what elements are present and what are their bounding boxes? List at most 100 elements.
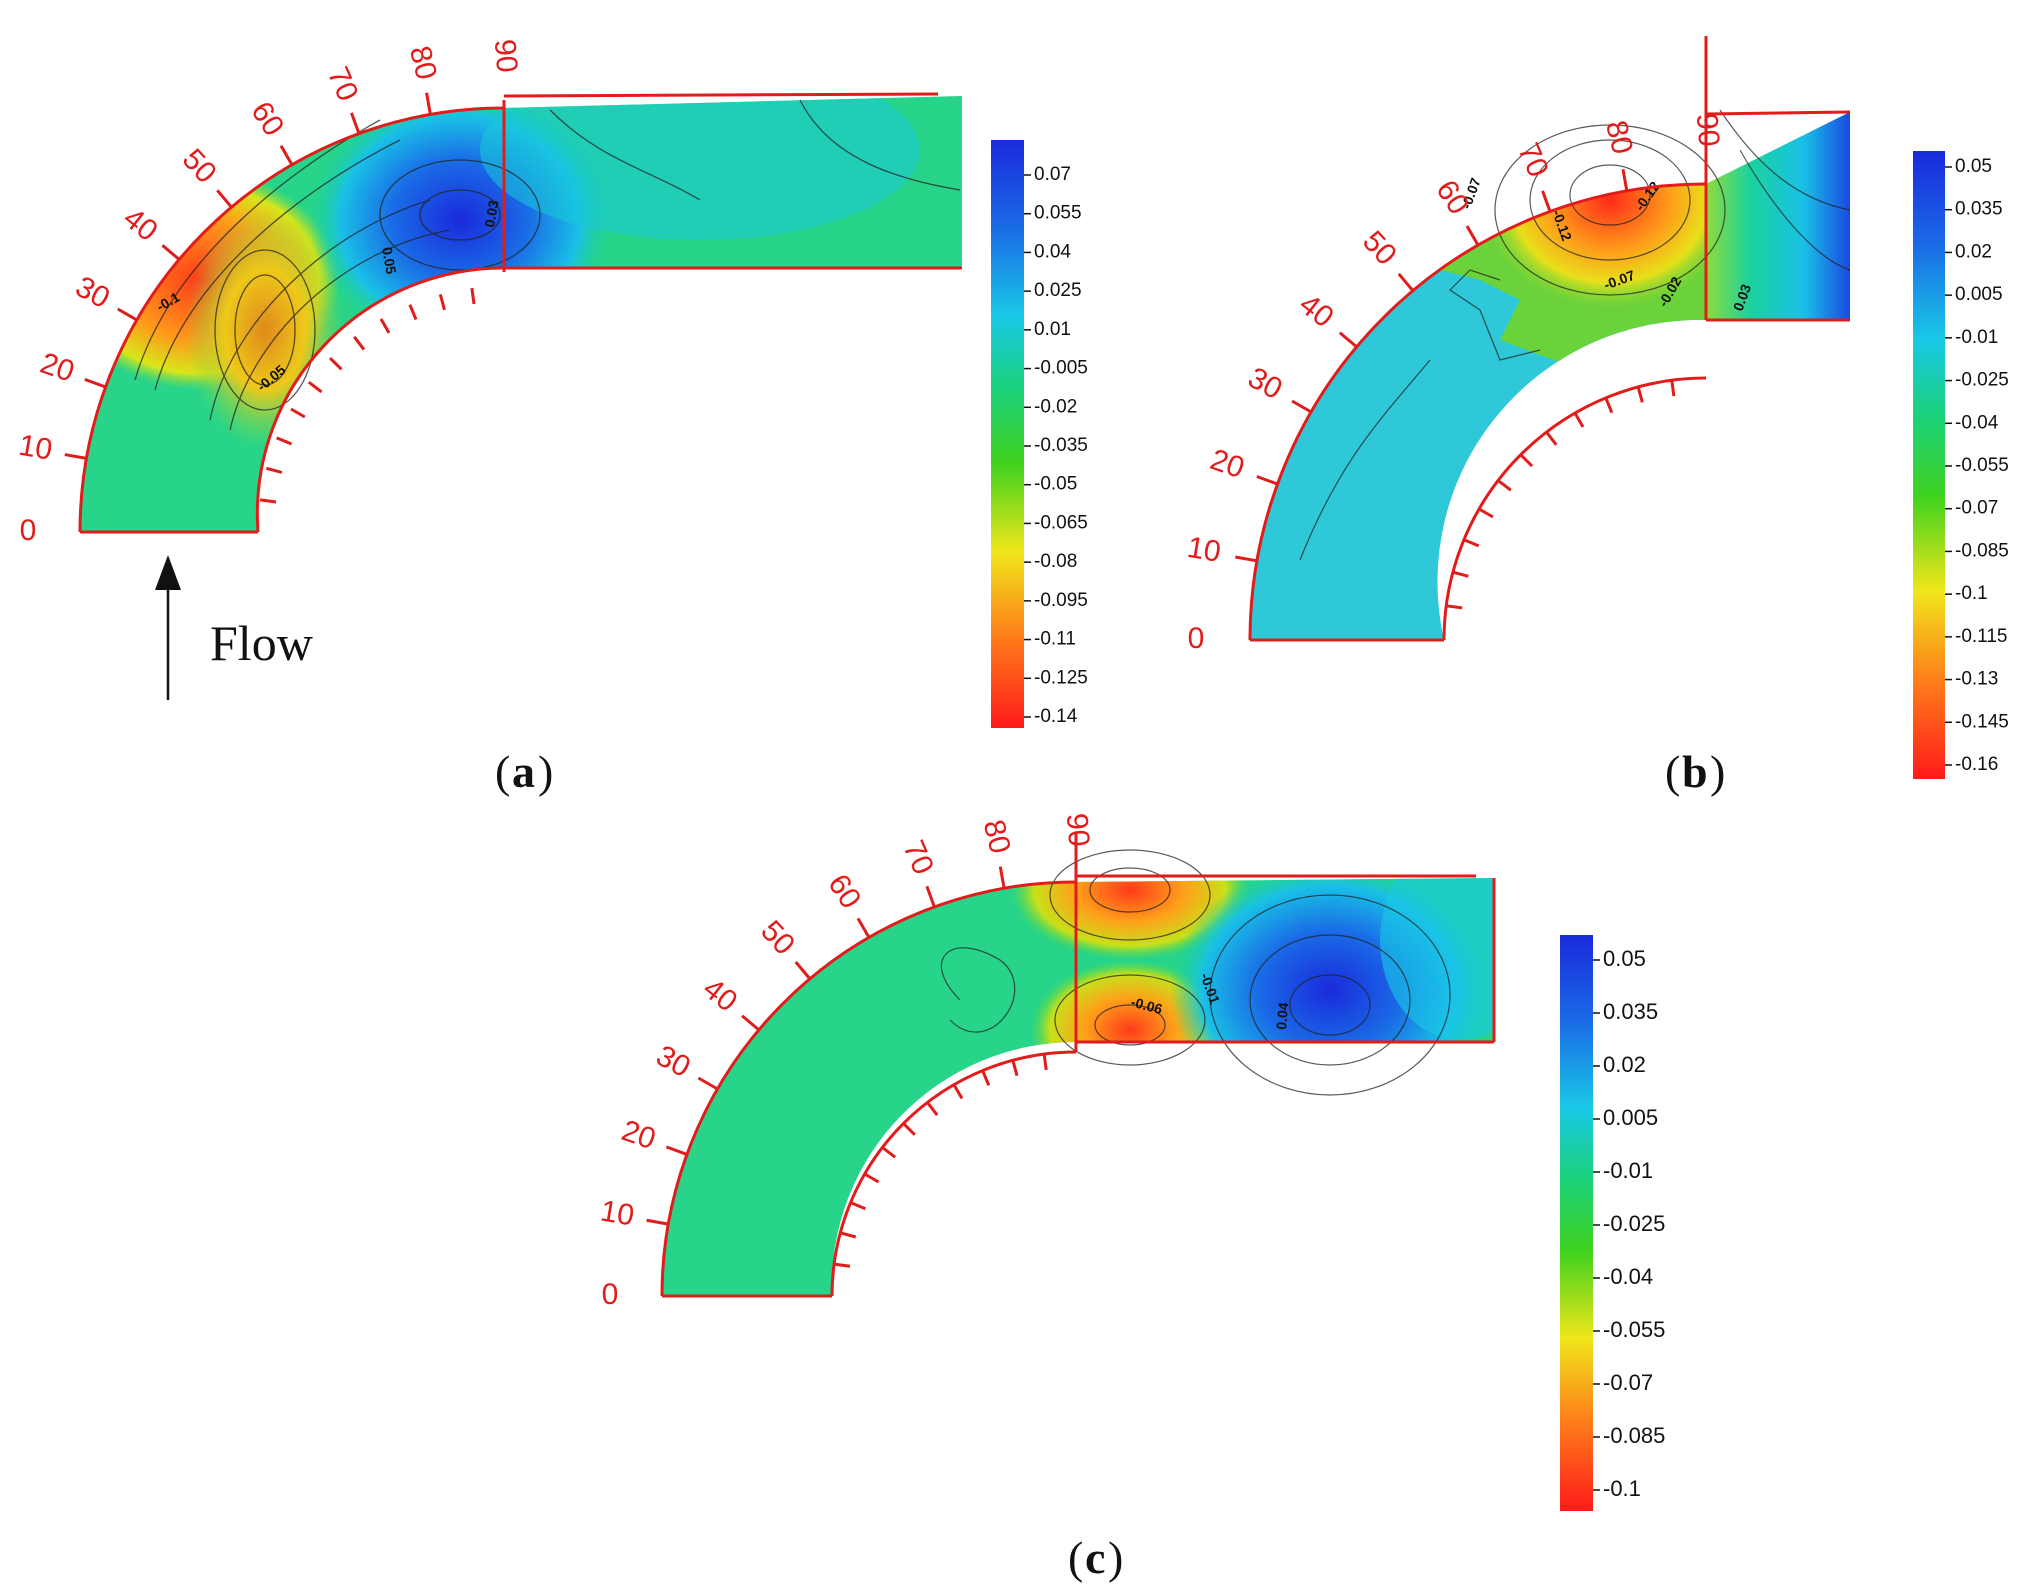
- colorbar-tick-label: -0.125: [1034, 667, 1088, 688]
- colorbar-tick-label: -0.025: [1603, 1211, 1665, 1236]
- panel-label-close: ): [1710, 746, 1725, 797]
- angle-label: 70: [1511, 138, 1555, 182]
- contour-label: 0.03: [481, 199, 502, 229]
- inner-tick: [1670, 380, 1676, 397]
- panel-label-open: (: [495, 746, 510, 797]
- inner-tick: [926, 1101, 939, 1117]
- panel-a-colorbar: 0.07 0.055 0.04 0.025 0.01 -0.005 -0.02 …: [991, 140, 1088, 728]
- colorbar-tick-label: -0.04: [1603, 1264, 1653, 1289]
- colorbar-tick-label: -0.085: [1955, 540, 2009, 561]
- outer-tick: [697, 1076, 719, 1091]
- angle-label: 10: [16, 429, 54, 467]
- colorbar-tick-label: 0.005: [1955, 284, 2003, 305]
- colorbar-tick-label: 0.07: [1034, 164, 1071, 185]
- inner-tick: [981, 1069, 991, 1086]
- panel-a-ticks: [64, 92, 476, 504]
- inner-tick: [881, 1146, 897, 1159]
- colorbar-tick-label: 0.02: [1955, 241, 1992, 262]
- outer-tick: [665, 1145, 688, 1156]
- inner-tick: [328, 356, 343, 371]
- inner-tick: [408, 304, 418, 321]
- angle-label: 10: [598, 1194, 636, 1232]
- angle-label: 80: [1599, 117, 1639, 157]
- angle-label: 50: [754, 915, 801, 962]
- angle-label: 20: [1206, 443, 1248, 485]
- colorbar-tick-label: -0.13: [1955, 669, 1998, 690]
- outer-tick: [350, 112, 361, 135]
- colorbar-tick-label: -0.1: [1955, 583, 1988, 604]
- angle-label: 0: [1188, 622, 1205, 655]
- inner-tick: [470, 287, 476, 305]
- outer-tick: [998, 866, 1006, 889]
- inner-tick: [863, 1172, 880, 1184]
- colorbar-tick-label: -0.11: [1034, 629, 1076, 650]
- outer-tick: [1235, 555, 1258, 563]
- inner-tick: [1463, 538, 1480, 548]
- colorbar-tick-label: -0.035: [1034, 435, 1088, 456]
- colorbar-tick-label: -0.1: [1603, 1476, 1641, 1501]
- panel-b-label: ( b ): [1665, 746, 1725, 797]
- panel-a-contours: [134, 99, 961, 431]
- colorbar-tick-label: -0.065: [1034, 512, 1088, 533]
- inner-tick: [902, 1122, 916, 1136]
- panel-label-letter: c: [1085, 1532, 1105, 1583]
- inner-tick: [1042, 1053, 1048, 1071]
- angle-label: 40: [117, 202, 164, 249]
- outer-tick: [1621, 169, 1629, 192]
- outer-tick: [64, 453, 87, 460]
- flow-arrow-head: [155, 555, 181, 590]
- angle-label: 20: [617, 1114, 659, 1156]
- angle-label: 80: [977, 817, 1017, 857]
- panel-c: -0.06 -0.01 0.04 0 10 20 30 40 50 60 70 …: [598, 812, 1665, 1583]
- inner-tick: [1011, 1059, 1019, 1077]
- colorbar-tick-label: -0.08: [1034, 551, 1077, 572]
- angle-label: 40: [697, 972, 744, 1019]
- colorbar-tick-label: 0.005: [1603, 1105, 1658, 1130]
- outer-tick: [1338, 331, 1358, 349]
- colorbar-gradient: [991, 140, 1024, 728]
- colorbar-tick-label: 0.05: [1603, 946, 1646, 971]
- panel-label-close: ): [1108, 1532, 1123, 1583]
- colorbar-tick-labels: 0.07 0.055 0.04 0.025 0.01 -0.005 -0.02 …: [1034, 164, 1088, 727]
- colorbar-tick-labels: 0.05 0.035 0.02 0.005 -0.01 -0.025 -0.04…: [1955, 156, 2009, 775]
- inner-tick: [849, 1201, 866, 1211]
- panel-a-label: ( a ): [495, 746, 553, 797]
- angle-label: 90: [488, 38, 524, 74]
- angle-label: 0: [602, 1278, 619, 1311]
- inner-tick: [290, 407, 306, 419]
- angle-label: 10: [1185, 531, 1223, 569]
- colorbar-tick-label: -0.005: [1034, 358, 1088, 379]
- contour-label: 0.04: [1273, 1002, 1291, 1031]
- colorbar-tick-label: 0.01: [1034, 319, 1071, 340]
- panel-c-contours: [940, 849, 1451, 1096]
- angle-label: 90: [1690, 112, 1726, 148]
- panel-b-ticks: [1235, 169, 1676, 610]
- panel-label-letter: a: [512, 746, 535, 797]
- colorbar-ticks: [1593, 959, 1600, 1491]
- outer-tick: [646, 1218, 669, 1226]
- outer-tick: [925, 885, 936, 908]
- colorbar-tick-label: 0.05: [1955, 156, 1992, 177]
- panel-c-field: [662, 878, 1494, 1296]
- inner-tick: [259, 498, 277, 504]
- inner-tick: [379, 318, 391, 334]
- colorbar-tick-label: -0.04: [1955, 412, 1999, 433]
- panel-label-open: (: [1068, 1532, 1083, 1583]
- colorbar-tick-label: -0.025: [1955, 370, 2009, 391]
- outer-tick: [1465, 225, 1480, 246]
- outer-tick: [794, 961, 812, 980]
- outer-tick: [1397, 272, 1415, 292]
- colorbar-tick-label: -0.085: [1603, 1423, 1665, 1448]
- outer-tick: [856, 917, 871, 939]
- inner-tick: [1519, 453, 1534, 468]
- inner-tick: [265, 466, 283, 474]
- panel-c-colorbar: 0.05 0.035 0.02 0.005 -0.01 -0.025 -0.04…: [1560, 935, 1665, 1511]
- inner-tick: [839, 1231, 857, 1239]
- inner-tick: [1497, 479, 1512, 492]
- inner-tick: [1452, 570, 1469, 578]
- angle-label: 80: [403, 43, 443, 83]
- inner-tick: [1604, 397, 1614, 414]
- outer-tick: [279, 145, 294, 166]
- colorbar-tick-label: 0.04: [1034, 241, 1071, 262]
